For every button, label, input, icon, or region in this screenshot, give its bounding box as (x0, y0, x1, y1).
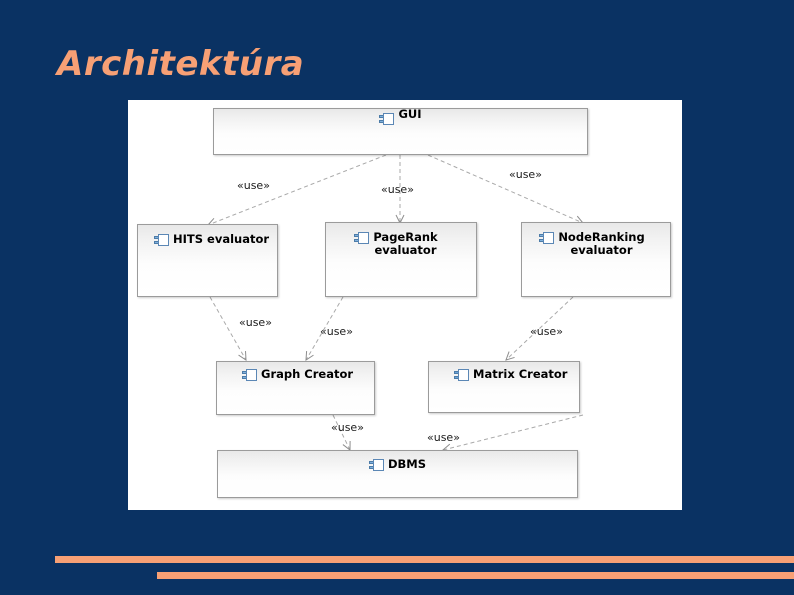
component-icon (454, 369, 470, 382)
use-stereotype-label: «use» (509, 168, 542, 181)
component-icon (368, 459, 385, 472)
use-stereotype-label: «use» (239, 316, 272, 329)
component-pagerank-evaluator[interactable]: PageRank evaluator (325, 222, 477, 297)
use-stereotype-label: «use» (237, 179, 270, 192)
component-icon (154, 234, 170, 247)
component-icon (354, 232, 370, 245)
use-stereotype-label: «use» (530, 325, 563, 338)
use-stereotype-label: «use» (331, 421, 364, 434)
component-icon (242, 369, 258, 382)
component-gui[interactable]: GUI (213, 108, 588, 155)
component-icon (539, 232, 555, 245)
use-stereotype-label: «use» (381, 183, 414, 196)
component-graph-creator[interactable]: Graph Creator (216, 361, 375, 415)
component-hits-evaluator[interactable]: HITS evaluator (137, 224, 278, 297)
component-label: Graph Creator (261, 367, 354, 381)
page-title: Architektúra (57, 44, 305, 84)
component-label: HITS evaluator (173, 232, 270, 246)
component-label: Matrix Creator (473, 367, 568, 381)
component-matrix-creator[interactable]: Matrix Creator (428, 361, 580, 413)
component-icon (379, 113, 395, 126)
component-label: NodeRanking evaluator (558, 230, 645, 257)
uml-diagram-canvas: GUI HITS evaluator PageRank evaluator No… (128, 100, 682, 510)
use-stereotype-label: «use» (320, 325, 353, 338)
component-label: GUI (398, 107, 422, 121)
decorative-bar-bottom (157, 572, 794, 579)
use-stereotype-label: «use» (427, 431, 460, 444)
decorative-bar-top (55, 556, 794, 563)
component-label: DBMS (387, 457, 427, 471)
component-label: PageRank evaluator (373, 230, 438, 257)
dependency-connectors (206, 154, 585, 453)
component-dbms[interactable]: DBMS (217, 450, 578, 498)
component-noderanking-evaluator[interactable]: NodeRanking evaluator (521, 222, 671, 297)
